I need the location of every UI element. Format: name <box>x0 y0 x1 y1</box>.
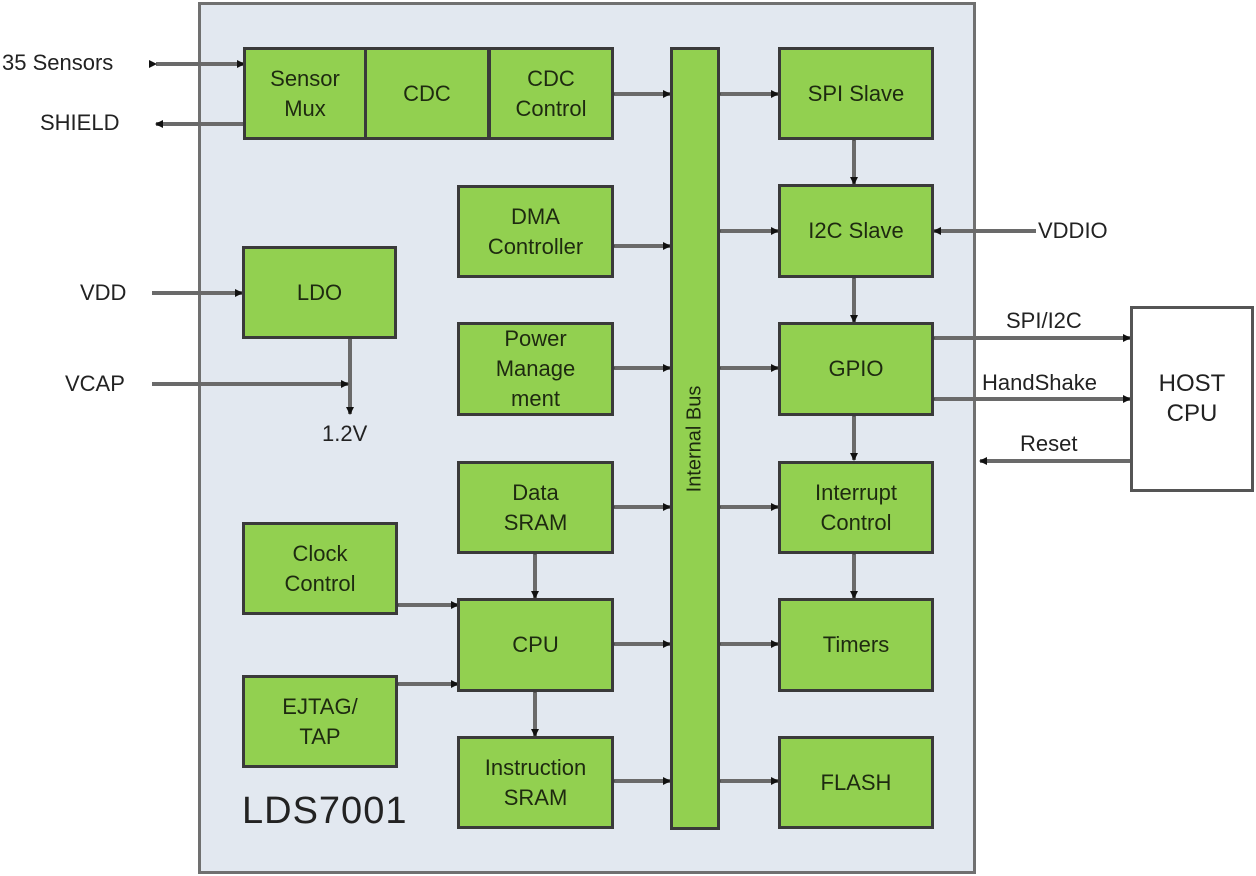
block-gpio: GPIO <box>778 322 934 416</box>
block-power-management: Power Manage ment <box>457 322 614 416</box>
block-cdc-control: CDC Control <box>488 47 614 140</box>
block-instruction-sram: Instruction SRAM <box>457 736 614 829</box>
block-cpu: CPU <box>457 598 614 692</box>
internal-bus-label: Internal Bus <box>683 385 706 492</box>
label-shield: SHIELD <box>40 110 120 135</box>
block-spi-slave: SPI Slave <box>778 47 934 140</box>
block-ejtag-tap: EJTAG/ TAP <box>242 675 398 768</box>
block-dma-controller: DMA Controller <box>457 185 614 278</box>
label-1-2v: 1.2V <box>322 421 368 446</box>
block-host-cpu: HOST CPU <box>1130 306 1254 492</box>
block-flash: FLASH <box>778 736 934 829</box>
block-clock-control: Clock Control <box>242 522 398 615</box>
label-reset: Reset <box>1020 431 1078 456</box>
block-i2c-slave: I2C Slave <box>778 184 934 278</box>
block-internal-bus: Internal Bus <box>670 47 720 830</box>
chip-name-label: LDS7001 <box>242 790 408 832</box>
label-vcap: VCAP <box>65 371 125 396</box>
block-interrupt-control: Interrupt Control <box>778 461 934 554</box>
label-handshake: HandShake <box>982 370 1097 395</box>
block-ldo: LDO <box>242 246 397 339</box>
label-35-sensors: 35 Sensors <box>2 50 114 75</box>
block-cdc: CDC <box>364 47 490 140</box>
block-data-sram: Data SRAM <box>457 461 614 554</box>
label-vdd: VDD <box>80 280 127 305</box>
block-timers: Timers <box>778 598 934 692</box>
label-spi-i2c: SPI/I2C <box>1006 308 1082 333</box>
block-sensor-mux: Sensor Mux <box>243 47 367 140</box>
label-vddio: VDDIO <box>1038 218 1108 243</box>
